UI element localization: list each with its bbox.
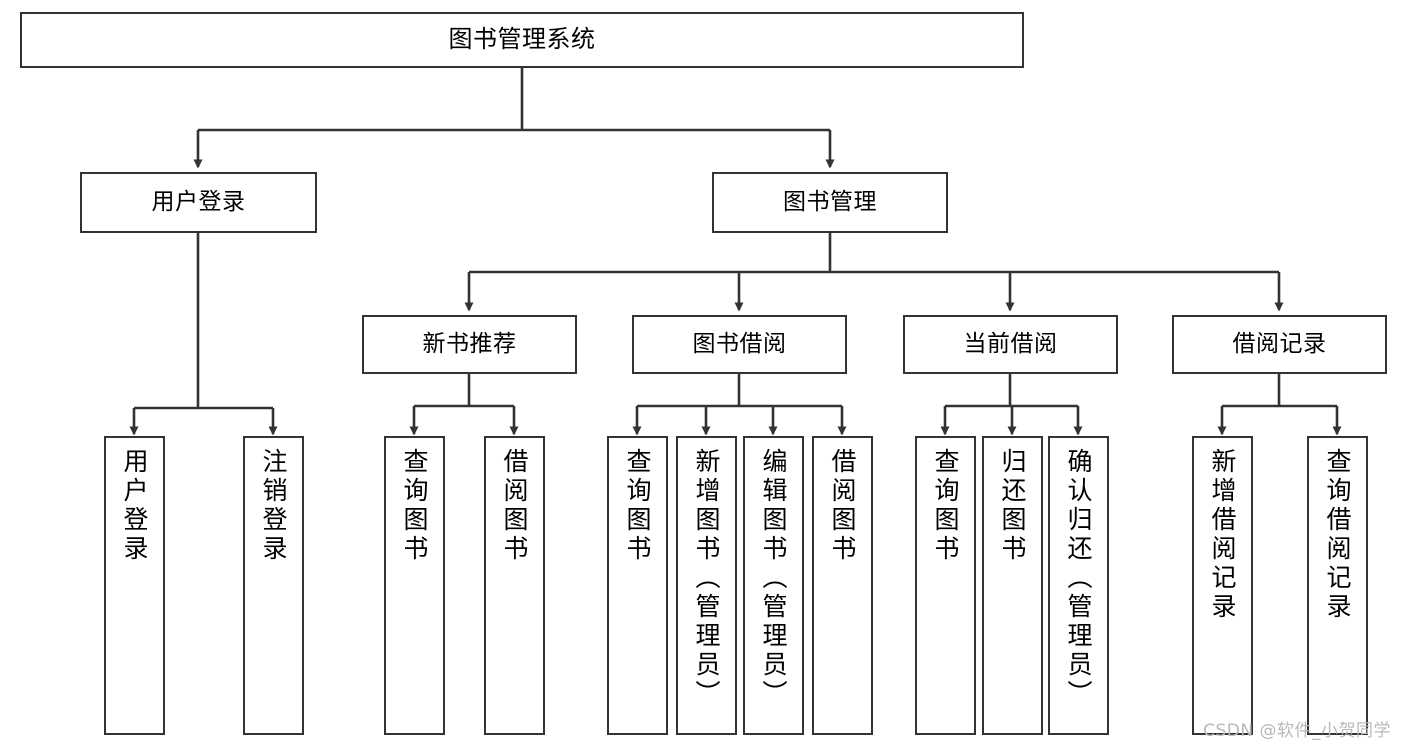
node-book-management[interactable]: 图书管理 <box>712 172 948 233</box>
leaf-current-borrow-return-book[interactable]: 归还图书 <box>982 436 1043 735</box>
node-label: 图书管理 <box>783 189 877 216</box>
node-label: 注销登录 <box>259 448 288 564</box>
leaf-book-borrow-add-book-admin[interactable]: 新增图书（管理员） <box>676 436 737 735</box>
node-book-borrow[interactable]: 图书借阅 <box>632 315 847 374</box>
node-label: 借阅图书 <box>828 448 857 564</box>
node-label: 查询图书 <box>400 448 429 564</box>
node-label: 借阅图书 <box>500 448 529 564</box>
node-label: 新增图书（管理员） <box>692 448 721 709</box>
node-user-login[interactable]: 用户登录 <box>80 172 317 233</box>
leaf-book-borrow-edit-book-admin[interactable]: 编辑图书（管理员） <box>743 436 804 735</box>
node-label: 图书借阅 <box>692 331 787 358</box>
node-label: 确认归还（管理员） <box>1064 448 1093 709</box>
node-label: 编辑图书（管理员） <box>759 448 788 709</box>
node-label: 新书推荐 <box>422 331 517 358</box>
node-label: 用户登录 <box>151 189 246 216</box>
leaf-current-borrow-confirm-return-admin[interactable]: 确认归还（管理员） <box>1048 436 1109 735</box>
leaf-new-book-query-book[interactable]: 查询图书 <box>384 436 445 735</box>
leaf-user-login-login[interactable]: 用户登录 <box>104 436 165 735</box>
leaf-new-book-borrow-book[interactable]: 借阅图书 <box>484 436 545 735</box>
watermark-text: CSDN @软件_小贺同学 <box>1203 721 1391 741</box>
node-label: 查询借阅记录 <box>1323 448 1352 622</box>
node-label: 新增借阅记录 <box>1208 448 1237 622</box>
leaf-current-borrow-query-book[interactable]: 查询图书 <box>915 436 976 735</box>
node-label: 用户登录 <box>120 448 149 564</box>
node-borrow-record[interactable]: 借阅记录 <box>1172 315 1387 374</box>
node-current-borrow[interactable]: 当前借阅 <box>903 315 1118 374</box>
node-root-book-management-system[interactable]: 图书管理系统 <box>20 12 1024 68</box>
node-label: 当前借阅 <box>963 331 1058 358</box>
leaf-user-login-logout[interactable]: 注销登录 <box>243 436 304 735</box>
node-new-book-recommend[interactable]: 新书推荐 <box>362 315 577 374</box>
leaf-borrow-record-add-record[interactable]: 新增借阅记录 <box>1192 436 1253 735</box>
node-label: 查询图书 <box>623 448 652 564</box>
node-label: 图书管理系统 <box>448 25 596 54</box>
node-label: 归还图书 <box>998 448 1027 564</box>
leaf-book-borrow-query-book[interactable]: 查询图书 <box>607 436 668 735</box>
leaf-borrow-record-query-record[interactable]: 查询借阅记录 <box>1307 436 1368 735</box>
node-label: 借阅记录 <box>1232 331 1327 358</box>
node-label: 查询图书 <box>931 448 960 564</box>
leaf-book-borrow-borrow-book[interactable]: 借阅图书 <box>812 436 873 735</box>
